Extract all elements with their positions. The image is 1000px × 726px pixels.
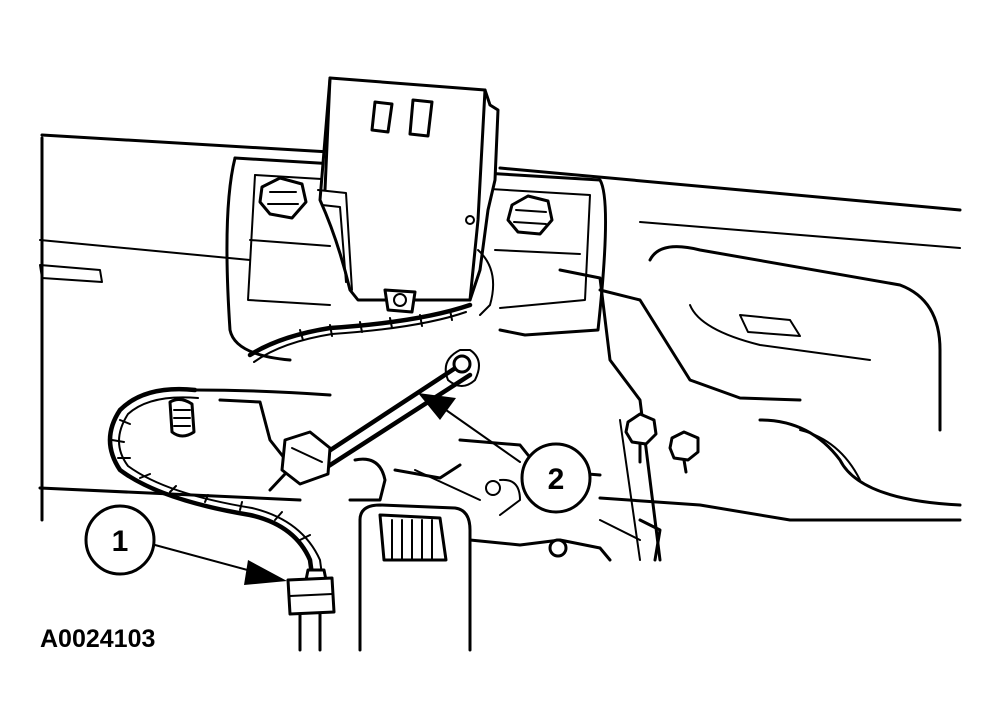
mounting-bolt-right [506, 194, 554, 236]
brake-line-fitting [286, 568, 336, 652]
mounting-bolt-left [258, 176, 308, 220]
figure-id: A0024103 [40, 625, 155, 653]
callout-2-number: 2 [548, 463, 565, 496]
wire-harness [247, 302, 473, 363]
callout-1-number: 1 [112, 525, 129, 558]
callout-2: 2 [520, 442, 592, 514]
bolt-cluster-right [624, 412, 700, 474]
hose-clip [168, 397, 196, 438]
leader-arrow-1 [154, 544, 287, 585]
brake-hose [107, 386, 332, 578]
hydraulic-line [268, 349, 480, 492]
valve-housing [218, 398, 662, 652]
leader-arrow-2 [418, 393, 521, 463]
control-module [317, 76, 500, 316]
chassis-panel [38, 133, 962, 562]
callout-1: 1 [84, 504, 156, 576]
